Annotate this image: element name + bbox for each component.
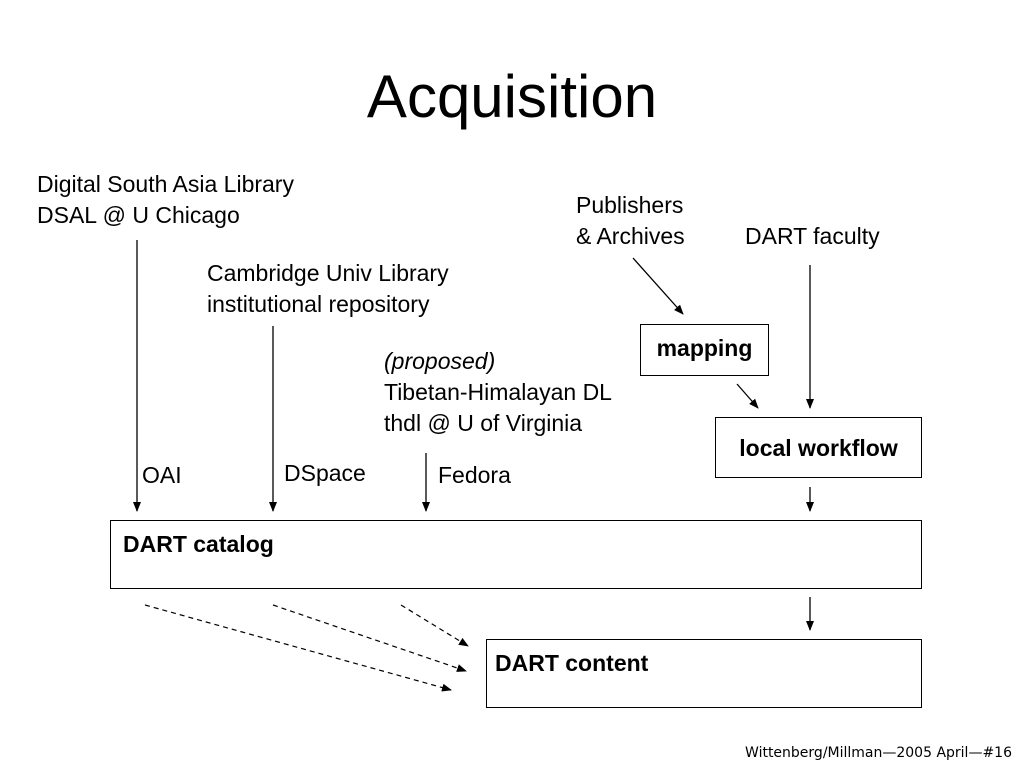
publishers-label: Publishers & Archives bbox=[576, 190, 685, 252]
slide-footer: Wittenberg/Millman—2005 April—#16 bbox=[745, 745, 1012, 761]
thdl-label: (proposed) Tibetan-Himalayan DL thdl @ U… bbox=[384, 346, 612, 439]
cambridge-line1: Cambridge Univ Library bbox=[207, 260, 449, 286]
publishers-line2: & Archives bbox=[576, 223, 685, 249]
mapping-label: mapping bbox=[656, 335, 753, 361]
oai-label: OAI bbox=[142, 462, 182, 488]
dsal-line1: Digital South Asia Library bbox=[37, 171, 294, 197]
slide-title: Acquisition bbox=[366, 63, 658, 130]
fedora-label: Fedora bbox=[438, 462, 511, 488]
dart-content-label: DART content bbox=[495, 650, 649, 676]
cambridge-line2: institutional repository bbox=[207, 291, 430, 317]
catalog-to-content-dashed-arrow-3 bbox=[400, 604, 469, 647]
publishers-line1: Publishers bbox=[576, 192, 684, 218]
dsal-line2: DSAL @ U Chicago bbox=[37, 202, 240, 228]
dart-catalog-box: DART catalog bbox=[110, 520, 922, 589]
catalog-to-content-dashed-arrow-1 bbox=[144, 604, 452, 692]
dspace-label: DSpace bbox=[284, 460, 366, 486]
thdl-line1: Tibetan-Himalayan DL bbox=[384, 379, 612, 405]
catalog-to-content-dashed-arrow-2 bbox=[272, 604, 467, 672]
thdl-line2: thdl @ U of Virginia bbox=[384, 410, 583, 436]
mapping-box: mapping bbox=[640, 324, 769, 376]
thdl-proposed-note: (proposed) bbox=[384, 348, 496, 374]
local-workflow-label: local workflow bbox=[739, 435, 898, 461]
dart-catalog-label: DART catalog bbox=[123, 531, 274, 557]
mapping-to-workflow-arrow bbox=[736, 383, 759, 409]
dart-content-box: DART content bbox=[486, 639, 922, 708]
cambridge-label: Cambridge Univ Library institutional rep… bbox=[207, 258, 449, 320]
local-workflow-box: local workflow bbox=[715, 417, 922, 478]
publishers-to-mapping-arrow bbox=[632, 257, 684, 315]
faculty-label: DART faculty bbox=[745, 221, 880, 252]
faculty-line1: DART faculty bbox=[745, 223, 880, 249]
dsal-label: Digital South Asia Library DSAL @ U Chic… bbox=[37, 169, 294, 231]
